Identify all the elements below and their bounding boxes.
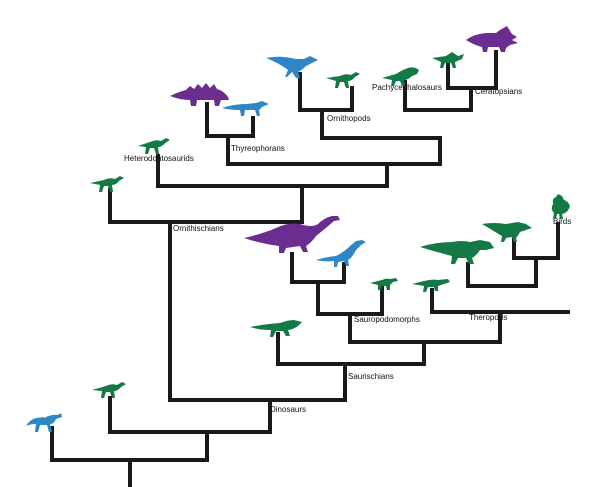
tyrannosaur-icon xyxy=(420,240,494,264)
silhouettes xyxy=(26,26,570,432)
clade-label-ornithischians: Ornithischians xyxy=(173,224,224,233)
small-ornithischian-icon xyxy=(90,176,124,192)
small-ornithopod-icon xyxy=(326,72,360,88)
ankylosaur-icon xyxy=(170,83,229,106)
tetanurae-node xyxy=(466,256,538,288)
sauropodomorphs-node xyxy=(316,280,384,316)
root-node xyxy=(50,426,209,462)
raptor-icon xyxy=(482,222,532,242)
dinosauromorph-node xyxy=(108,396,272,434)
clade-labels: Heterodontosaurids Thyreophorans Ornitho… xyxy=(124,83,571,414)
theropod-icon xyxy=(250,320,302,337)
clade-label-saurischians: Saurischians xyxy=(348,372,394,381)
ornithopods-node xyxy=(298,72,354,112)
ornithischians-node xyxy=(108,184,304,224)
neornithischian-split-node xyxy=(226,134,442,166)
theropods-node xyxy=(430,288,570,314)
clade-label-pachycephalosaurs: Pachycephalosaurs xyxy=(372,83,442,92)
dinosaurs-node xyxy=(168,220,347,402)
marginocephalians-node xyxy=(403,80,473,112)
small-thyreophoran-icon xyxy=(222,101,269,116)
prosauropod-icon xyxy=(316,240,366,267)
cerapoda-node xyxy=(320,108,442,140)
clade-label-sauropodomorphs: Sauropodomorphs xyxy=(354,315,420,324)
pachycephalosaur-icon xyxy=(382,67,419,86)
small-bipedal-reptile-icon xyxy=(26,413,62,432)
clade-label-ceratopsians: Ceratopsians xyxy=(475,87,522,96)
small-sauropodomorph-icon xyxy=(370,278,398,290)
clade-label-heterodontosaurids: Heterodontosaurids xyxy=(124,154,194,163)
genasaur-node xyxy=(156,154,389,188)
maniraptora-node xyxy=(512,222,560,260)
sauropod-icon xyxy=(244,216,340,253)
clade-label-ornithopods: Ornithopods xyxy=(327,114,371,123)
clade-label-theropods: Theropods xyxy=(469,313,507,322)
hadrosaur-icon xyxy=(266,56,318,78)
small-theropod-icon xyxy=(412,279,450,292)
tree-branches xyxy=(50,50,570,487)
triceratops-icon xyxy=(466,26,518,52)
small-ceratopsian-icon xyxy=(432,52,464,68)
small-theropod-icon xyxy=(92,382,126,398)
sauropoda-node xyxy=(290,252,346,284)
heterodontosaur-icon xyxy=(138,138,170,154)
clade-label-dinosaurs: Dinosaurs xyxy=(270,405,306,414)
ceratopsians-node xyxy=(446,50,498,90)
saurischians-node xyxy=(276,332,426,366)
clade-label-birds: Birds xyxy=(553,217,571,226)
clade-label-thyreophorans: Thyreophorans xyxy=(231,144,285,153)
eusaurischian-node xyxy=(348,310,502,344)
chicken-icon xyxy=(551,194,570,219)
